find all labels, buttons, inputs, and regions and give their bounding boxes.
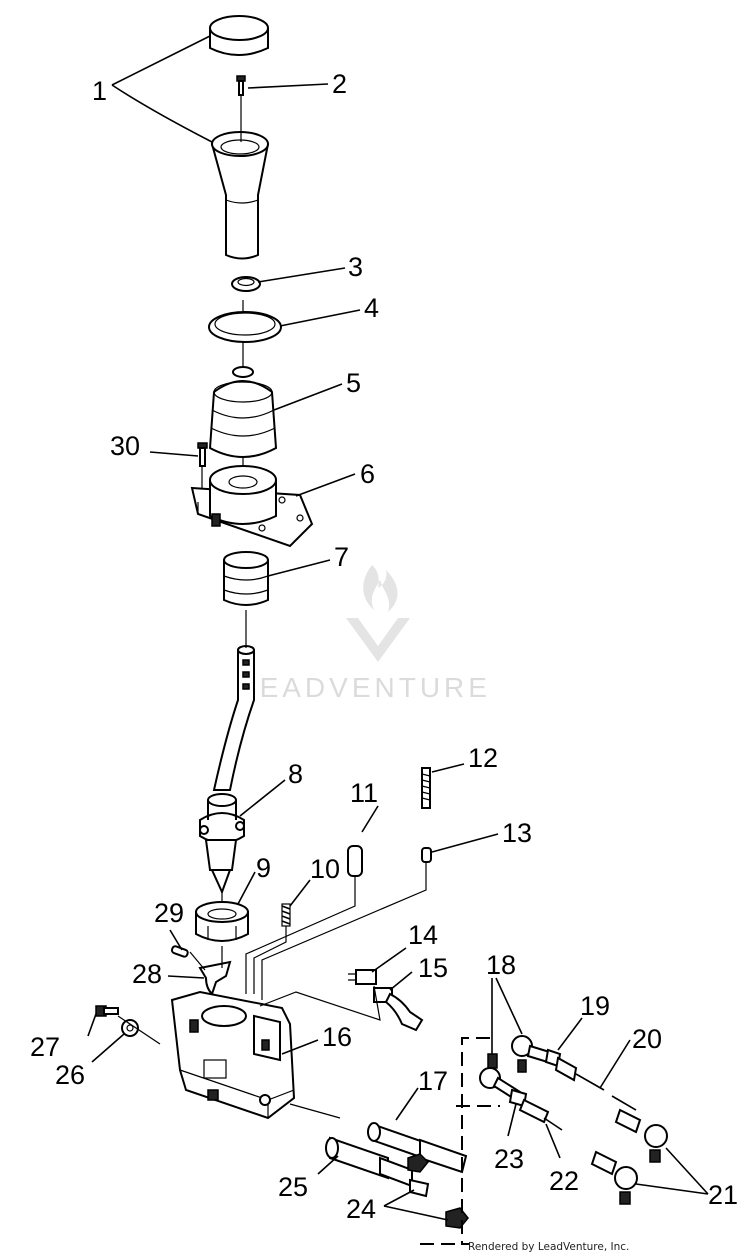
dashed-outline — [420, 1037, 500, 1245]
part-11-pin — [347, 845, 363, 877]
callout-2: 2 — [332, 69, 347, 99]
callout-26: 26 — [55, 1060, 85, 1090]
callout-21: 21 — [708, 1180, 738, 1210]
callout-1: 1 — [92, 76, 107, 106]
callout-labels: 1 2 3 4 5 30 6 7 8 12 11 13 9 10 29 14 2… — [30, 69, 738, 1224]
callout-16: 16 — [322, 1022, 352, 1052]
callout-28: 28 — [132, 959, 162, 989]
callout-25: 25 — [278, 1172, 308, 1202]
part-22-cable — [518, 1098, 563, 1131]
part-12-stud — [421, 767, 431, 809]
part-7-bushing — [223, 551, 269, 606]
part-10-spring — [281, 903, 291, 927]
part-16-housing — [170, 990, 296, 1120]
part-17-shift-rod — [367, 1122, 468, 1174]
part-21-ball-joints — [590, 1108, 668, 1205]
part-27-bolt — [95, 1005, 119, 1017]
callout-7: 7 — [334, 542, 349, 572]
part-20-cable — [575, 1073, 637, 1111]
part-28-clip — [198, 960, 232, 996]
part-3-washer — [231, 276, 261, 292]
part-1-shift-knob — [209, 15, 270, 260]
callout-3: 3 — [348, 252, 363, 282]
watermark-text: LEADVENTURE — [240, 672, 491, 703]
part-4-ring — [208, 311, 282, 343]
part-15-connector — [373, 987, 424, 1032]
callout-30: 30 — [110, 431, 140, 461]
part-14-switch — [348, 969, 377, 985]
callout-27: 27 — [30, 1032, 60, 1062]
callout-12: 12 — [468, 743, 498, 773]
part-13-detent — [421, 847, 432, 863]
callout-22: 22 — [549, 1166, 579, 1196]
callout-5: 5 — [346, 368, 361, 398]
part-26-washer — [121, 1019, 139, 1037]
watermark-logo-icon — [346, 565, 410, 662]
part-9-collar — [195, 901, 249, 942]
callout-11: 11 — [350, 778, 378, 808]
leader-lines — [87, 35, 709, 1221]
callout-6: 6 — [360, 459, 375, 489]
callout-8: 8 — [288, 759, 303, 789]
callout-17: 17 — [418, 1066, 448, 1096]
part-2-screw — [236, 75, 246, 96]
callout-15: 15 — [418, 953, 448, 983]
part-5-boot — [208, 366, 278, 458]
callout-23: 23 — [494, 1144, 524, 1174]
part-19-cable-end — [544, 1048, 578, 1082]
callout-4: 4 — [364, 293, 379, 323]
callout-19: 19 — [580, 991, 610, 1021]
part-6-mount-plate — [190, 465, 314, 548]
callout-24: 24 — [346, 1194, 376, 1224]
callout-18: 18 — [486, 950, 516, 980]
callout-10: 10 — [310, 854, 340, 884]
callout-13: 13 — [502, 818, 532, 848]
callout-20: 20 — [632, 1024, 662, 1054]
part-30-screw — [197, 442, 208, 467]
render-credit: Rendered by LeadVenture, Inc. — [468, 1241, 629, 1253]
callout-14: 14 — [408, 920, 438, 950]
callout-29: 29 — [154, 898, 184, 928]
part-8-shift-lever — [199, 645, 255, 895]
callout-9: 9 — [256, 853, 271, 883]
assembly-lines — [117, 96, 427, 1119]
watermark: LEADVENTURE — [240, 565, 491, 703]
